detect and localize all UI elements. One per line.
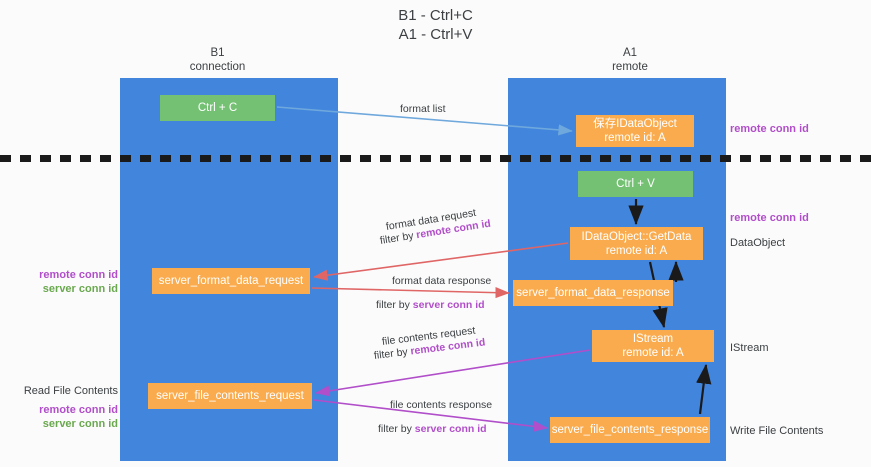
edge-label-file-contents-response-filter: filter by server conn id (378, 422, 487, 436)
column-header-b1-sub: connection (189, 61, 246, 73)
column-header-a1: A1 remote (560, 46, 700, 74)
box-server-file-contents-response[interactable]: server_file_contents_response (550, 417, 710, 443)
box-server-format-data-request-label: server_format_data_request (158, 275, 304, 287)
box-server-file-contents-request-label: server_file_contents_request (156, 390, 304, 402)
annotation-left-remote-conn-id-2: remote conn id (39, 404, 118, 416)
title-line-2: A1 - Ctrl+V (398, 26, 473, 43)
column-header-a1-sub: remote (612, 61, 648, 73)
filter-prefix: filter by (379, 229, 418, 247)
edge-label-format-data-response-text: format data response (392, 275, 492, 287)
annotation-right-write-file-contents: Write File Contents (730, 425, 824, 437)
box-server-file-contents-response-label: server_file_contents_response (551, 424, 709, 436)
box-getdata-line2: remote id: A (605, 244, 668, 257)
edge-label-file-contents-response-text: file contents response (390, 399, 493, 411)
edge-label-file-contents-response: file contents response (390, 398, 492, 412)
box-ctrl-v-label: Ctrl + V (616, 178, 655, 190)
title-line-1: B1 - Ctrl+C (398, 7, 473, 24)
filter-prefix: filter by (376, 299, 413, 311)
annotation-left-conn-ids-bottom: remote conn id server conn id (14, 403, 118, 431)
annotation-left-server-conn-id-2: server conn id (42, 418, 118, 430)
annotation-left-remote-conn-id: remote conn id (39, 269, 118, 281)
box-server-format-data-response[interactable]: server_format_data_response (513, 280, 673, 306)
filter-key-server-conn-id: server conn id (414, 423, 487, 435)
box-ctrl-c-label: Ctrl + C (197, 102, 238, 114)
annotation-right-istream: IStream (730, 342, 769, 354)
column-header-b1: B1 connection (150, 46, 285, 74)
box-ctrl-v[interactable]: Ctrl + V (578, 171, 693, 197)
edge-label-format-list: format list (400, 102, 446, 116)
box-server-file-contents-request[interactable]: server_file_contents_request (148, 383, 312, 409)
box-istream[interactable]: IStream remote id: A (592, 330, 714, 362)
annotation-left-server-conn-id: server conn id (42, 283, 118, 295)
edge-label-format-data-response-filter: filter by server conn id (376, 298, 485, 312)
box-ctrl-c[interactable]: Ctrl + C (160, 95, 275, 121)
box-istream-line2: remote id: A (622, 347, 684, 359)
annotation-left-conn-ids-top: remote conn id server conn id (22, 268, 118, 296)
edge-label-format-list-text: format list (400, 103, 446, 115)
box-getdata-line1: IDataObject::GetData (581, 230, 692, 243)
box-save-idataobject-line1: 保存IDataObject (593, 118, 677, 130)
box-idataobject-getdata[interactable]: IDataObject::GetData remote id: A (570, 227, 703, 260)
box-server-format-data-request[interactable]: server_format_data_request (152, 268, 310, 294)
annotation-right-remote-conn-id-top: remote conn id (730, 123, 809, 135)
filter-prefix: filter by (373, 345, 412, 362)
phase-divider (0, 155, 871, 162)
box-server-format-data-response-label: server_format_data_response (516, 287, 670, 299)
annotation-left-read-file-contents: Read File Contents (23, 385, 118, 397)
box-istream-line1: IStream (632, 333, 674, 345)
edge-label-format-data-response: format data response (392, 274, 491, 288)
filter-prefix: filter by (378, 423, 415, 435)
annotation-right-dataobject: DataObject (730, 237, 786, 249)
filter-key-server-conn-id: server conn id (412, 299, 485, 311)
column-header-a1-name: A1 (622, 47, 638, 59)
column-header-b1-name: B1 (210, 47, 225, 59)
box-save-idataobject[interactable]: 保存IDataObject remote id: A (576, 115, 694, 147)
annotation-right-remote-conn-id-mid: remote conn id (730, 212, 809, 224)
page-title: B1 - Ctrl+C A1 - Ctrl+V (0, 6, 871, 44)
box-save-idataobject-line2: remote id: A (604, 132, 666, 144)
